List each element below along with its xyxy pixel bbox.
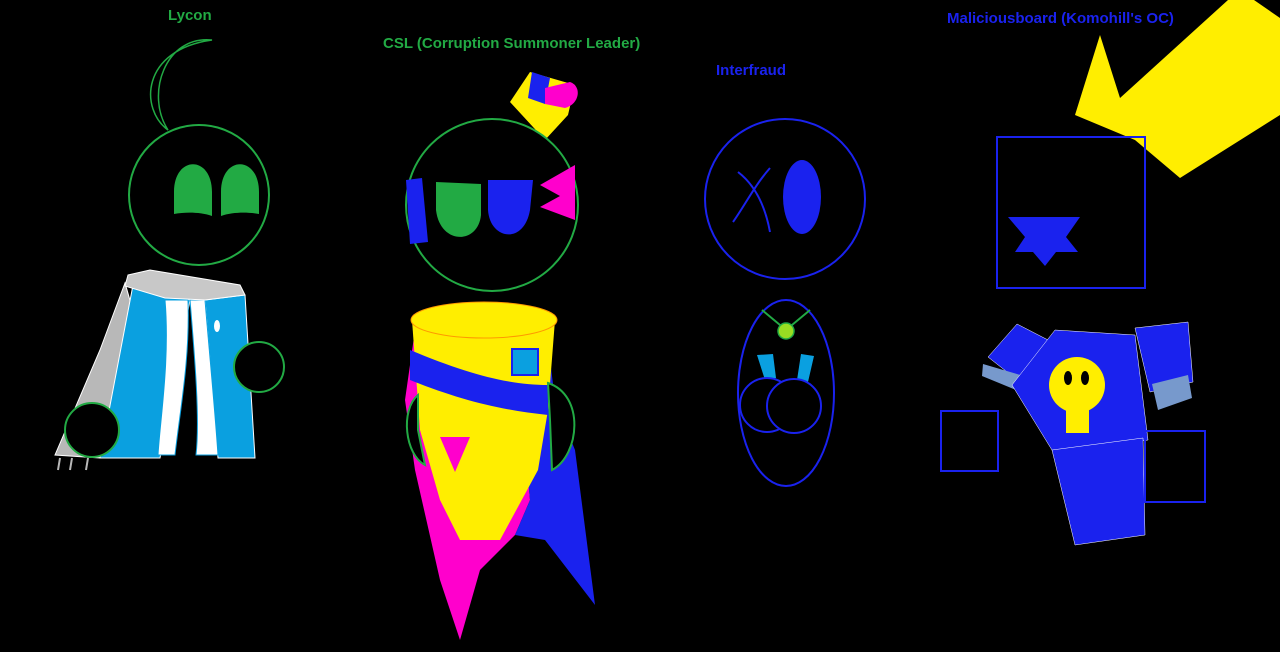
lycon-left-hand [64, 402, 120, 458]
lycon-crescent-moon-icon [149, 39, 213, 131]
interfraud-oval-eye-icon [783, 160, 821, 234]
interfraud-right-strap [797, 354, 814, 382]
interfraud-character [704, 118, 866, 487]
interfraud-left-strap [757, 354, 776, 380]
csl-hat-icon [510, 72, 578, 140]
maliciousboard-body [982, 321, 1194, 546]
lycon-name-label: Lycon [168, 7, 212, 24]
maliciousboard-left-hand [940, 410, 999, 472]
lycon-left-eye-icon [174, 164, 212, 216]
csl-left-mask-band [406, 178, 428, 244]
lycon-right-hand [233, 341, 285, 393]
interfraud-name-label: Interfraud [716, 62, 787, 79]
maliciousboard-name-label: Maliciousboard (Komohill's OC) [947, 10, 1174, 27]
csl-triangle-icon [440, 437, 470, 472]
csl-cloak [405, 301, 595, 640]
csl-character [405, 72, 595, 640]
maliciousboard-character [940, 0, 1280, 546]
maliciousboard-head-frame [996, 136, 1146, 289]
csl-mouth-icon [540, 165, 575, 220]
interfraud-x-eye-icon [732, 167, 771, 233]
lycon-right-eye-icon [221, 164, 259, 216]
maliciousboard-star-icon [1008, 217, 1080, 266]
maliciousboard-skull-icon [1049, 357, 1105, 433]
csl-left-hand [405, 392, 427, 467]
csl-left-eye-icon [436, 182, 481, 237]
maliciousboard-right-hand [1144, 430, 1206, 503]
csl-right-eye-icon [488, 180, 533, 235]
lycon-cape [54, 269, 256, 471]
maliciousboard-arrow-icon [1075, 0, 1280, 178]
interfraud-gem-icon [777, 322, 795, 340]
interfraud-right-hand [766, 378, 822, 434]
csl-name-label: CSL (Corruption Summoner Leader) [383, 35, 641, 52]
csl-right-hand [546, 381, 576, 472]
lycon-character [54, 39, 285, 471]
csl-badge-icon [511, 348, 539, 376]
